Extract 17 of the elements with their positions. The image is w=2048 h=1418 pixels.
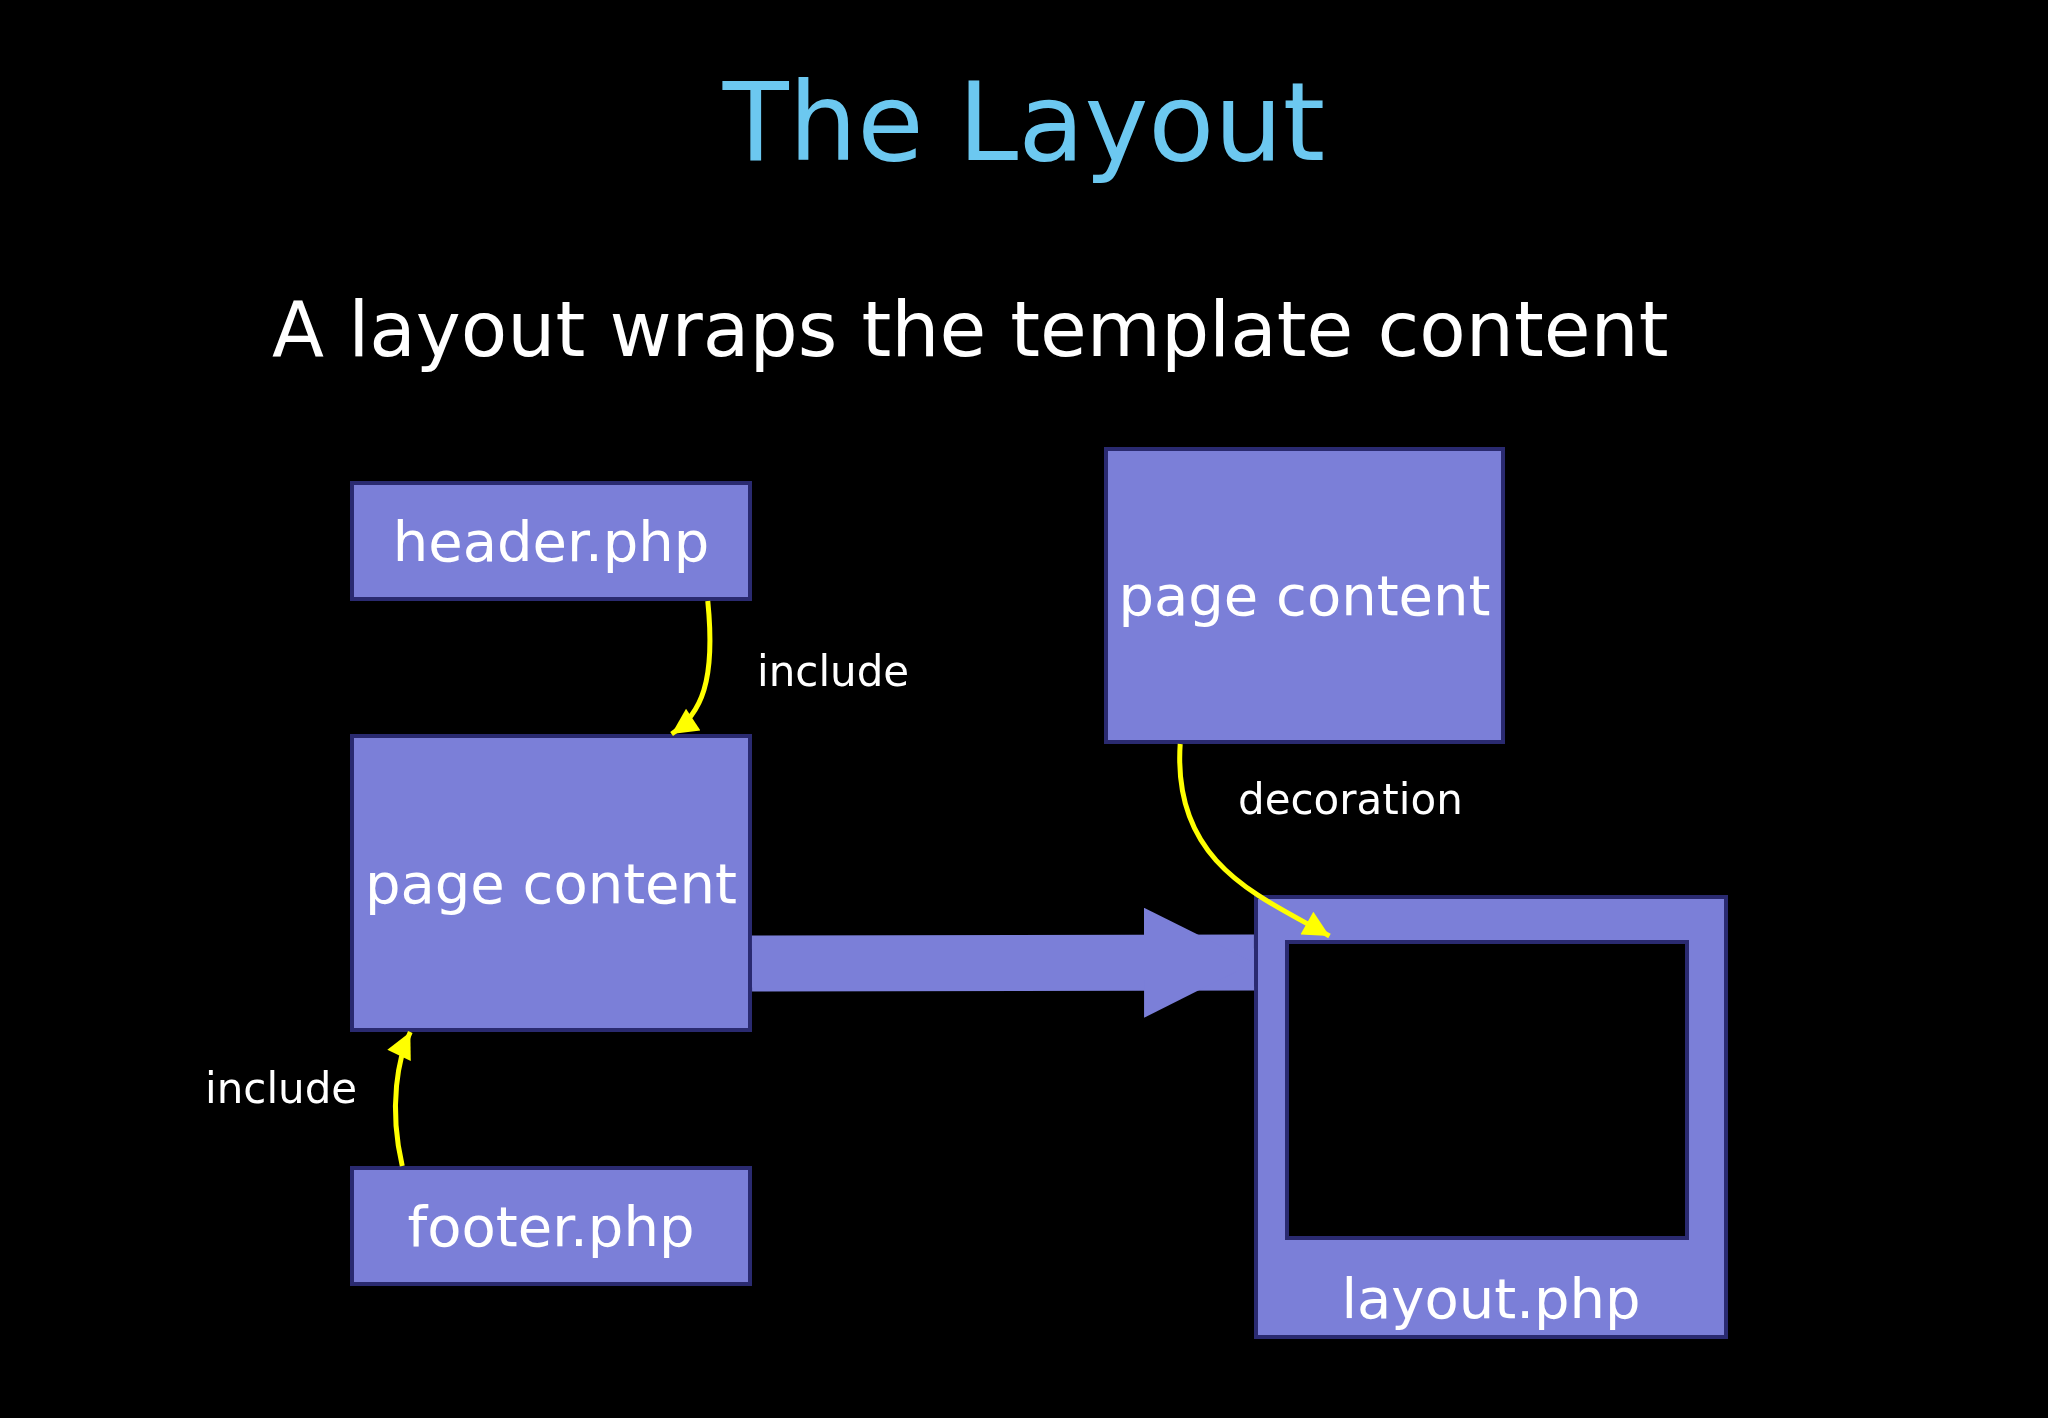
file-box [350, 734, 752, 1032]
curved-arrow [1177, 744, 1331, 939]
box-label: page content [1118, 563, 1491, 628]
slide-title: The Layout [721, 60, 1327, 185]
empty-frame [1285, 940, 1689, 1240]
curved-arrow [388, 1031, 413, 1167]
subtitle-text: A layout wraps the template content [272, 285, 1669, 374]
curved-arrow [670, 600, 713, 736]
file-box [350, 1166, 752, 1286]
block-arrow [751, 907, 1255, 1018]
frame-label: layout.php [1341, 1266, 1641, 1331]
layout-frame [1254, 895, 1728, 1339]
box-label: page content [364, 850, 738, 916]
box-label: footer.php [407, 1193, 695, 1259]
file-box [1104, 447, 1505, 744]
file-box [350, 481, 752, 601]
box-label: header.php [392, 508, 710, 574]
